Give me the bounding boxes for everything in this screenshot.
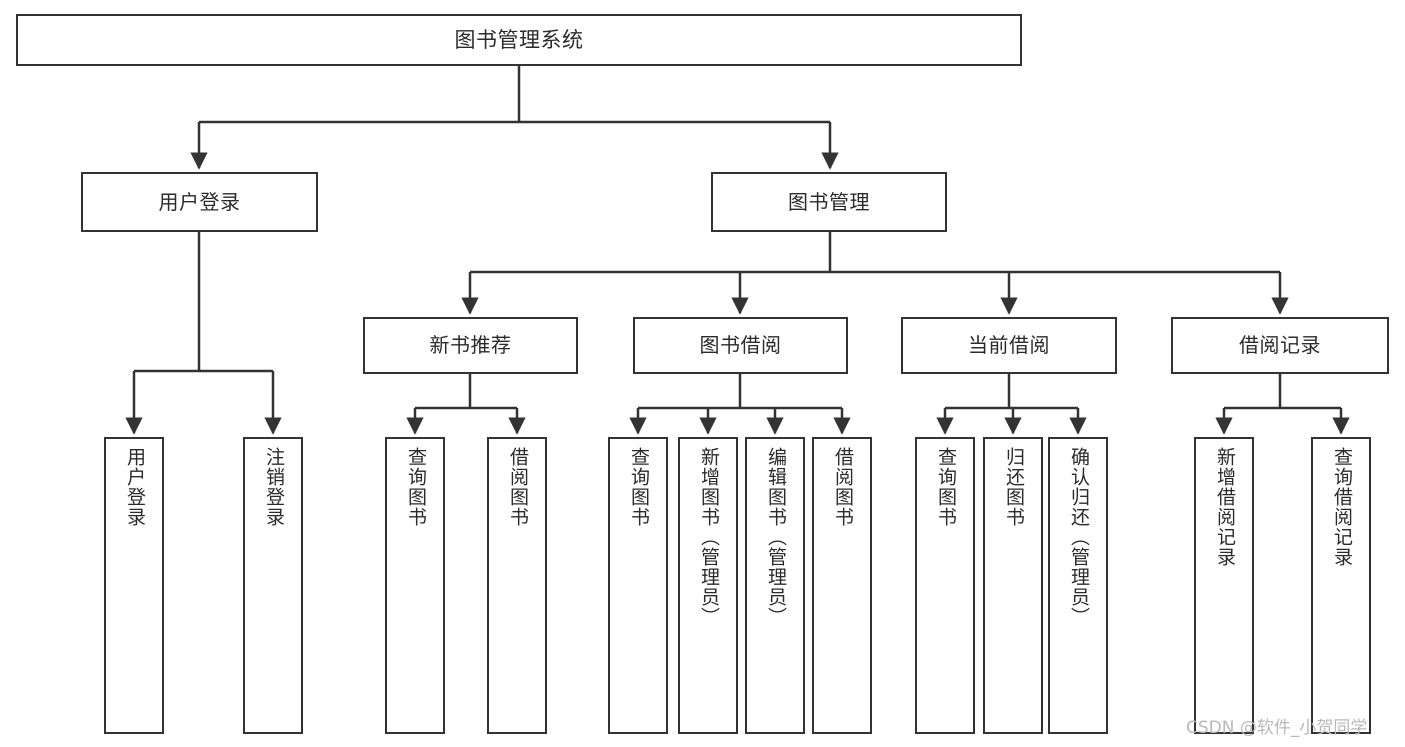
node-book-borrow-label: 图书借阅 (699, 333, 782, 357)
node-leaf-user-logout-label: 注销登录 (262, 447, 285, 527)
node-current-borrow-label: 当前借阅 (968, 333, 1050, 357)
node-borrow-record[interactable]: 借阅记录 (1171, 317, 1389, 374)
node-leaf-bb-edit-book[interactable]: 编辑图书（管理员） (745, 437, 805, 734)
node-borrow-record-label: 借阅记录 (1239, 333, 1321, 357)
node-root[interactable]: 图书管理系统 (16, 14, 1022, 66)
node-root-label: 图书管理系统 (454, 27, 584, 52)
node-leaf-rec-query-book[interactable]: 查询图书 (385, 437, 445, 734)
node-new-book-rec[interactable]: 新书推荐 (363, 317, 578, 374)
node-leaf-cb-confirm-return[interactable]: 确认归还（管理员） (1048, 437, 1108, 734)
node-leaf-br-query-record[interactable]: 查询借阅记录 (1311, 437, 1371, 734)
node-leaf-user-login-label: 用户登录 (123, 447, 146, 527)
node-leaf-br-query-record-label: 查询借阅记录 (1330, 447, 1353, 567)
node-user-login-label: 用户登录 (158, 189, 241, 214)
node-leaf-br-add-record[interactable]: 新增借阅记录 (1194, 437, 1254, 734)
node-leaf-bb-edit-book-label: 编辑图书（管理员） (764, 447, 787, 627)
node-current-borrow[interactable]: 当前借阅 (901, 317, 1117, 374)
node-leaf-cb-query-book-label: 查询图书 (934, 447, 957, 527)
node-leaf-bb-add-book[interactable]: 新增图书（管理员） (678, 437, 738, 734)
node-leaf-rec-query-book-label: 查询图书 (404, 447, 427, 527)
node-leaf-cb-return-book[interactable]: 归还图书 (983, 437, 1043, 734)
node-leaf-bb-borrow-book-label: 借阅图书 (831, 447, 854, 527)
node-user-login[interactable]: 用户登录 (81, 172, 318, 232)
node-new-book-rec-label: 新书推荐 (429, 333, 512, 357)
node-leaf-cb-query-book[interactable]: 查询图书 (915, 437, 975, 734)
node-book-manage[interactable]: 图书管理 (711, 172, 947, 232)
node-leaf-bb-borrow-book[interactable]: 借阅图书 (812, 437, 872, 734)
node-leaf-user-logout[interactable]: 注销登录 (243, 437, 303, 734)
node-leaf-rec-borrow-book-label: 借阅图书 (506, 447, 529, 527)
node-leaf-rec-borrow-book[interactable]: 借阅图书 (487, 437, 547, 734)
csdn-watermark: CSDN @软件_小贺同学 (1186, 718, 1368, 738)
node-leaf-bb-add-book-label: 新增图书（管理员） (697, 447, 720, 627)
node-book-borrow[interactable]: 图书借阅 (633, 317, 848, 374)
node-leaf-cb-confirm-return-label: 确认归还（管理员） (1067, 447, 1090, 627)
node-book-manage-label: 图书管理 (788, 189, 870, 214)
node-leaf-cb-return-book-label: 归还图书 (1002, 447, 1025, 527)
node-leaf-bb-query-book-label: 查询图书 (627, 447, 650, 527)
node-leaf-bb-query-book[interactable]: 查询图书 (608, 437, 668, 734)
node-leaf-br-add-record-label: 新增借阅记录 (1213, 447, 1236, 567)
node-leaf-user-login[interactable]: 用户登录 (104, 437, 164, 734)
